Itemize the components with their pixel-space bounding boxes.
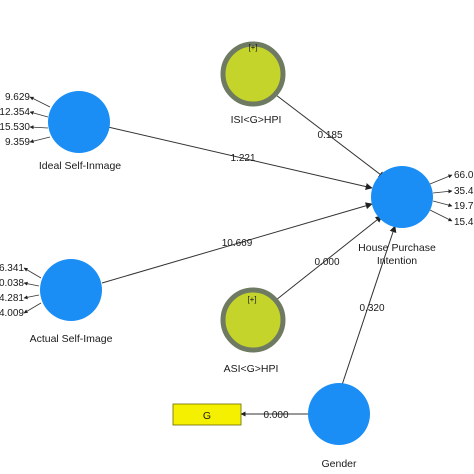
- g-indicator-box[interactable]: [172, 403, 242, 426]
- hpi-indicator-1: 66.0: [454, 170, 474, 181]
- hpi-label-line1: House Purchase: [358, 242, 436, 254]
- isi-moderator-label: ISI<G>HPI: [231, 114, 282, 126]
- actual-indicator-4: 4.009: [0, 308, 24, 319]
- hpi-indicator-2: 35.4: [454, 186, 474, 197]
- g-indicator-label: G: [203, 410, 211, 422]
- asi-moderator-label: ASI<G>HPI: [224, 363, 279, 375]
- path-value-isi-hpi: 0.185: [317, 130, 342, 141]
- asi-moderator-node[interactable]: [220, 287, 286, 353]
- ideal-indicator-3: 15.530: [0, 122, 30, 133]
- path-gender-to-hpi[interactable]: [341, 225, 397, 386]
- path-isi-to-hpi[interactable]: [275, 94, 386, 179]
- path-value-asi-hpi: 0.000: [314, 257, 339, 268]
- actual-self-image-node[interactable]: [40, 259, 102, 321]
- ideal-indicator-4: 9.359: [5, 137, 30, 148]
- path-value-g-gender: 0.000: [263, 410, 288, 421]
- path-value-gender-hpi: 0.320: [359, 303, 384, 314]
- ideal-self-image-node[interactable]: [48, 91, 110, 153]
- isi-moderator-node[interactable]: [220, 41, 286, 107]
- gender-label: Gender: [321, 458, 357, 470]
- path-asi-to-hpi[interactable]: [275, 215, 383, 301]
- ideal-indicator-arrows: [29, 96, 51, 144]
- house-purchase-intention-node[interactable]: [371, 166, 433, 228]
- path-value-ideal-hpi: 1.221: [230, 153, 255, 164]
- ideal-indicator-1: 9.629: [5, 92, 30, 103]
- ideal-self-image-label: Ideal Self-Inmage: [39, 160, 121, 172]
- actual-indicator-3: 4.281: [0, 293, 24, 304]
- ideal-indicator-2: 12.354: [0, 107, 30, 118]
- path-actual-to-hpi[interactable]: [101, 202, 373, 284]
- hpi-indicator-3: 19.7: [454, 201, 474, 212]
- hpi-indicator-arrows: [429, 174, 453, 222]
- actual-self-image-label: Actual Self-Image: [30, 333, 113, 345]
- hpi-label-line2: Intention: [377, 255, 417, 267]
- path-value-actual-hpi: 10.669: [222, 238, 253, 249]
- actual-indicator-arrows: [23, 267, 42, 314]
- actual-indicator-1: 6.341: [0, 263, 24, 274]
- gender-node[interactable]: [308, 383, 370, 445]
- actual-indicator-2: 0.038: [0, 278, 24, 289]
- path-ideal-to-hpi[interactable]: [107, 126, 373, 190]
- asi-moderator-tag: [+]: [247, 295, 256, 304]
- isi-moderator-tag: [+]: [248, 43, 257, 52]
- hpi-indicator-4: 15.4: [454, 217, 474, 228]
